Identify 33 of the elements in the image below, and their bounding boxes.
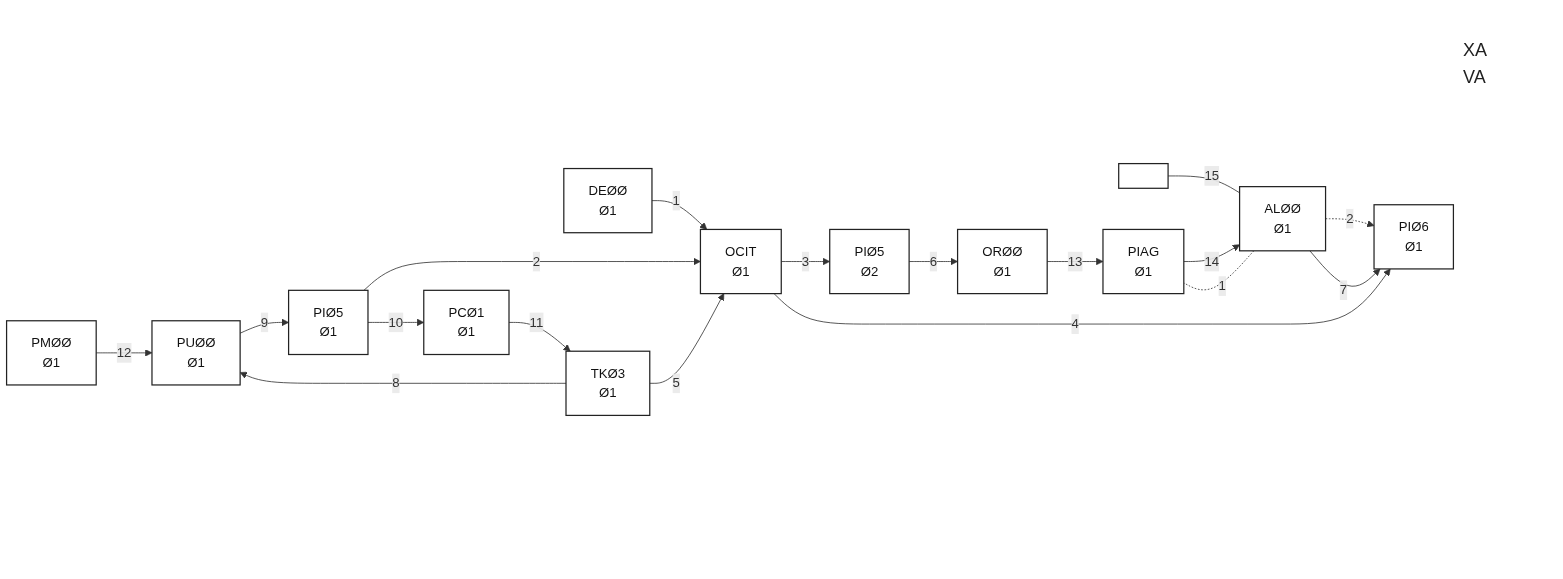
- edge-label: 11: [529, 315, 544, 329]
- node-box: TKØ3 Ø1: [565, 350, 651, 416]
- node-box: ORØØ Ø1: [956, 228, 1048, 295]
- node-box: PUØØ Ø1: [151, 320, 241, 386]
- node-box: [1118, 163, 1169, 189]
- edge-label: 5: [672, 375, 680, 390]
- node-box: PMØØ Ø1: [5, 320, 97, 386]
- edge-label: 13: [1067, 254, 1083, 269]
- signal-label: VA: [1463, 67, 1487, 88]
- edge-label: 9: [260, 315, 269, 329]
- edge-label: 2: [1346, 211, 1354, 226]
- edge-label: 7: [1339, 282, 1348, 297]
- edge-label: 3: [801, 254, 810, 269]
- edge-label: 14: [1204, 254, 1220, 269]
- node-box: OCIT Ø1: [699, 228, 782, 295]
- node-box: PCØ1 Ø1: [423, 289, 510, 356]
- edge-label: 1: [1218, 278, 1226, 293]
- node-box: DEØØ Ø1: [563, 167, 653, 234]
- edge-label: 10: [388, 315, 404, 329]
- edge-label: 4: [1071, 316, 1079, 331]
- node-box: ALØØ Ø1: [1239, 186, 1327, 252]
- edge-label: 1: [672, 193, 680, 208]
- edge-label: 15: [1204, 168, 1220, 183]
- edge-label: 6: [929, 254, 938, 269]
- edge-label: 2: [532, 254, 541, 269]
- node-box: PIØ5 Ø2: [829, 228, 910, 295]
- edge-label: 8: [392, 375, 400, 390]
- node-box: PIAG Ø1: [1102, 228, 1185, 295]
- connector: [1183, 250, 1255, 291]
- edge-label: 12: [116, 345, 132, 360]
- node-box: PIØ5 Ø1: [288, 289, 369, 356]
- node-box: PIØ6 Ø1: [1373, 204, 1455, 270]
- signal-label: XA: [1463, 40, 1488, 61]
